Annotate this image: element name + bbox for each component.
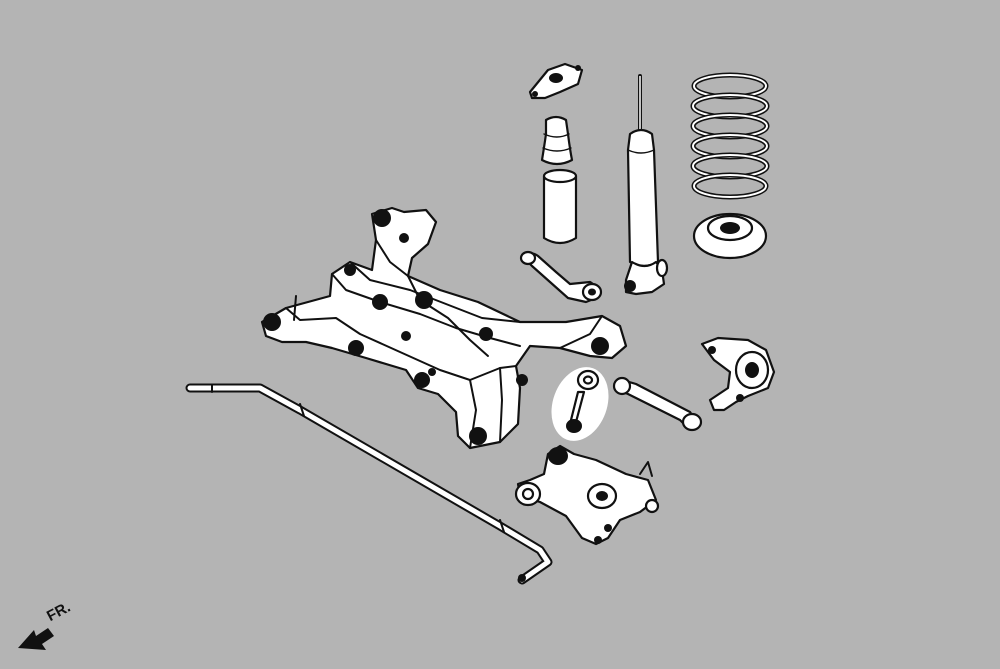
stabilizer-bar	[185, 383, 553, 585]
dust-boot	[542, 168, 578, 245]
rear-subframe	[260, 206, 628, 450]
coil-spring	[690, 72, 770, 200]
lower-control-arm	[514, 444, 660, 546]
upper-strut-mount	[528, 62, 584, 100]
lateral-link	[612, 376, 703, 432]
bump-stop	[540, 115, 574, 166]
stabilizer-link	[519, 250, 603, 304]
front-direction-arrow-icon	[18, 628, 54, 650]
rear-knuckle	[700, 336, 776, 412]
toe-link-highlight	[551, 367, 609, 441]
spring-seat	[692, 212, 768, 260]
shock-absorber	[624, 74, 669, 296]
